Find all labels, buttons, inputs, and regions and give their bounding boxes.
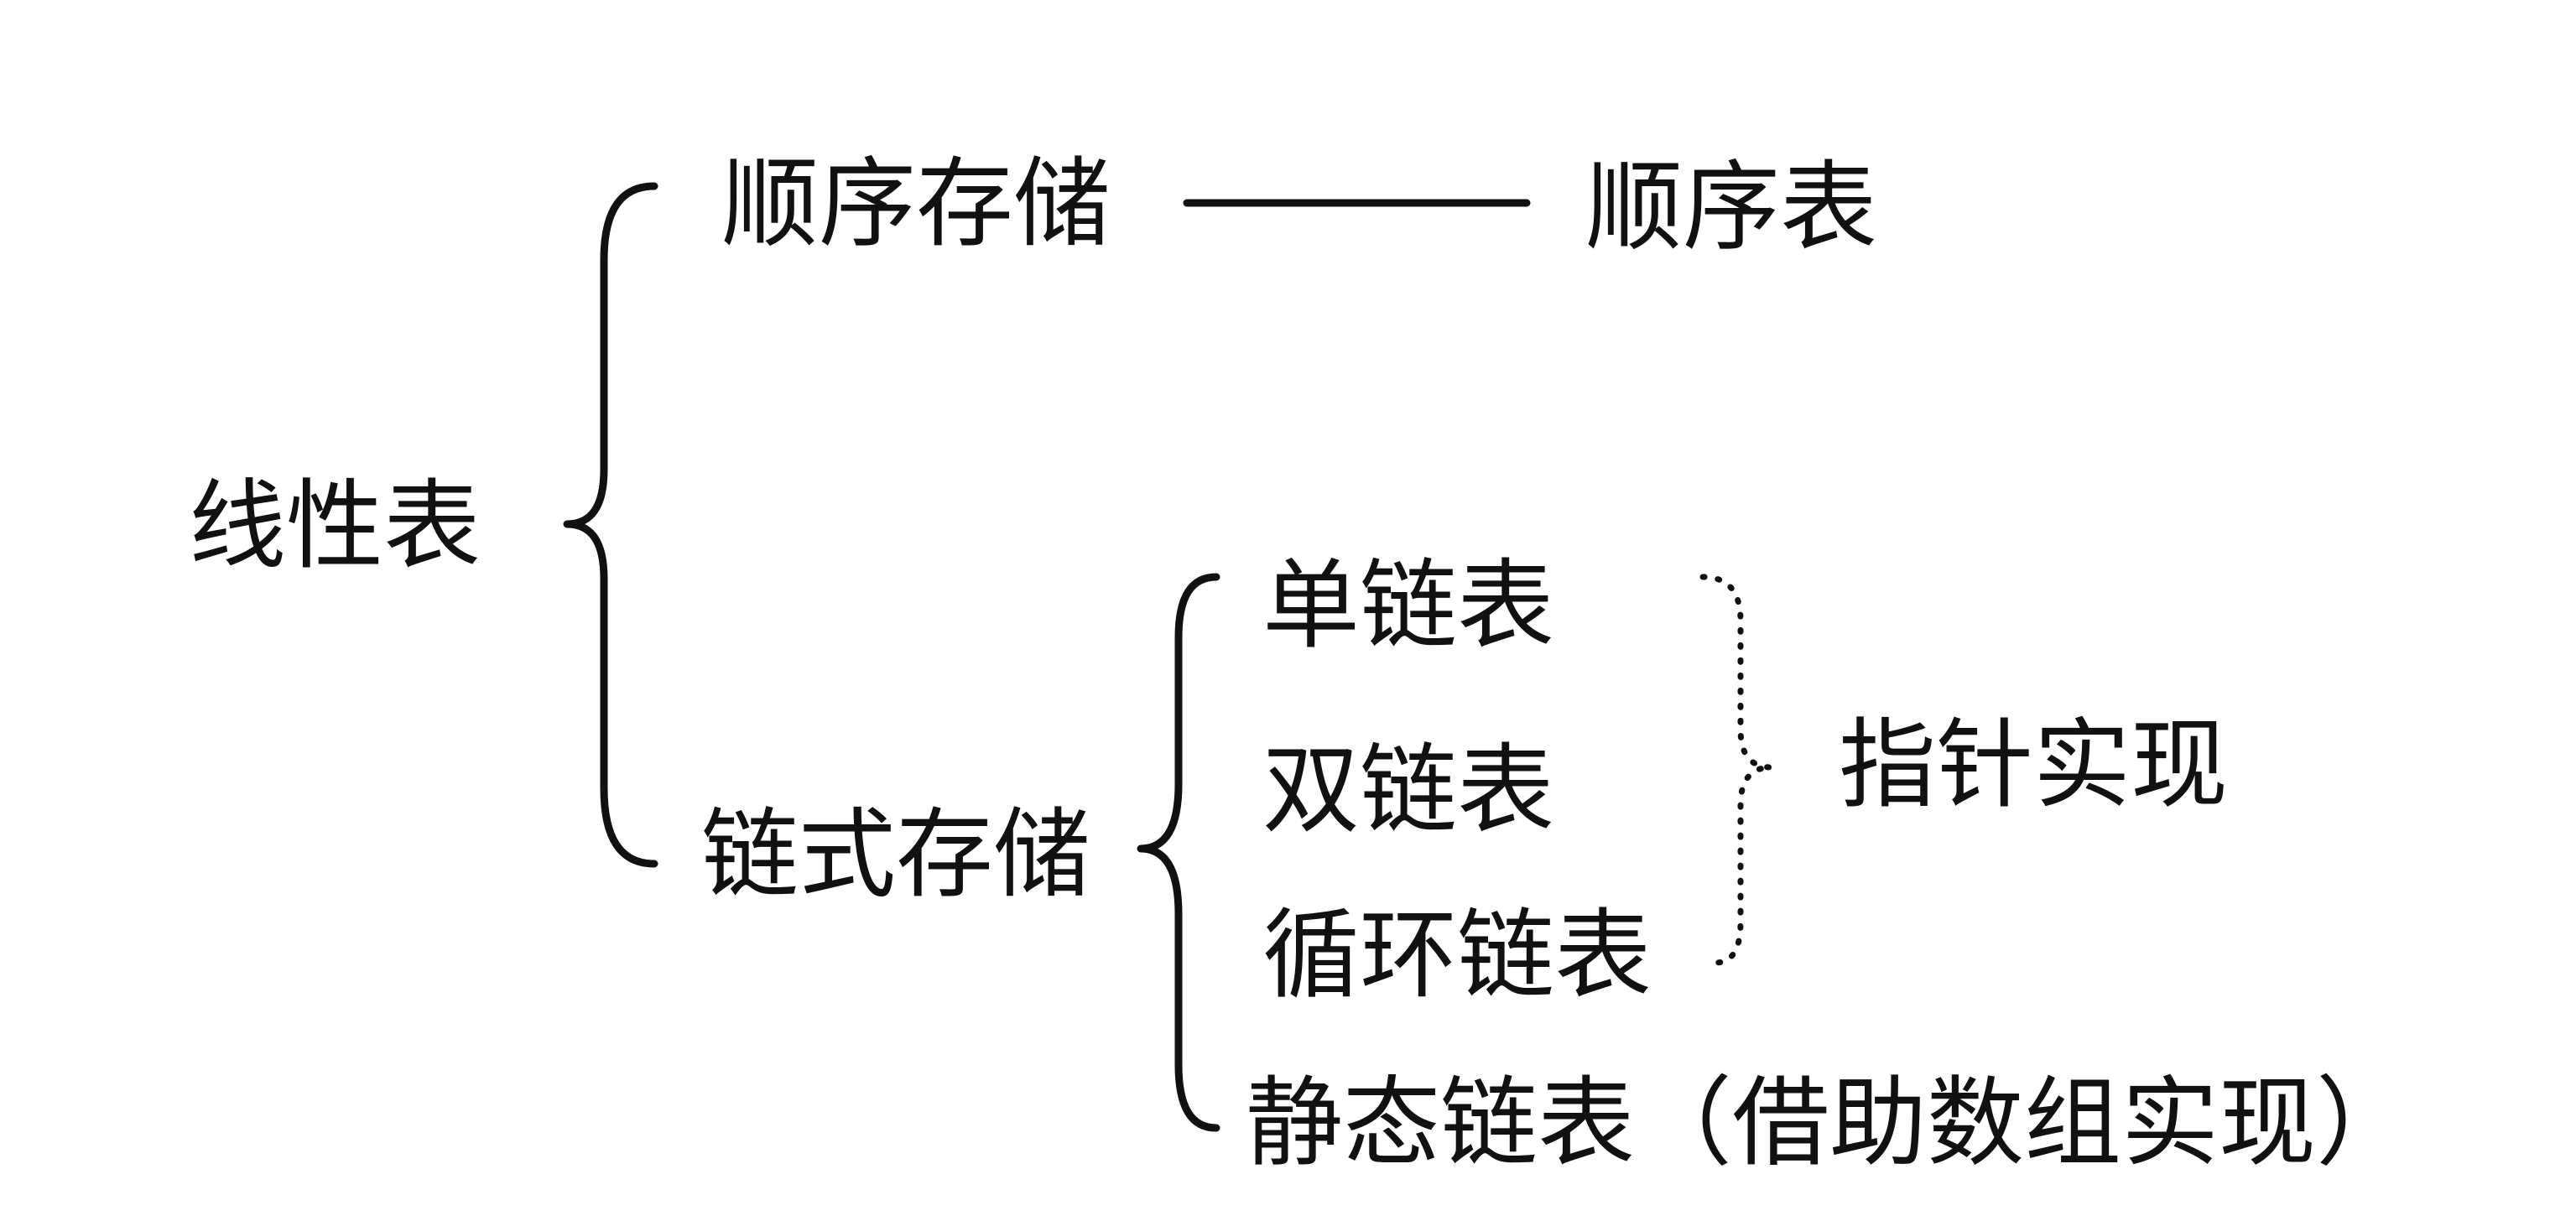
circular-linked-list-label: 循环链表 bbox=[1262, 899, 1652, 1012]
static-linked-list-label: 静态链表（借助数组实现） bbox=[1246, 1067, 2413, 1180]
root-label: 线性表 bbox=[189, 470, 481, 583]
pointer-dotted-brace bbox=[1699, 574, 1772, 966]
linked-brace bbox=[1137, 573, 1220, 1132]
pointer-implementation-label: 指针实现 bbox=[1839, 709, 2228, 822]
sequential-list-label: 顺序表 bbox=[1585, 151, 1877, 264]
sequential-storage-label: 顺序存储 bbox=[721, 148, 1111, 261]
linked-storage-label: 链式存储 bbox=[701, 798, 1090, 912]
root-brace bbox=[563, 182, 658, 868]
singly-linked-list-label: 单链表 bbox=[1262, 549, 1554, 662]
doubly-linked-list-label: 双链表 bbox=[1262, 734, 1554, 847]
